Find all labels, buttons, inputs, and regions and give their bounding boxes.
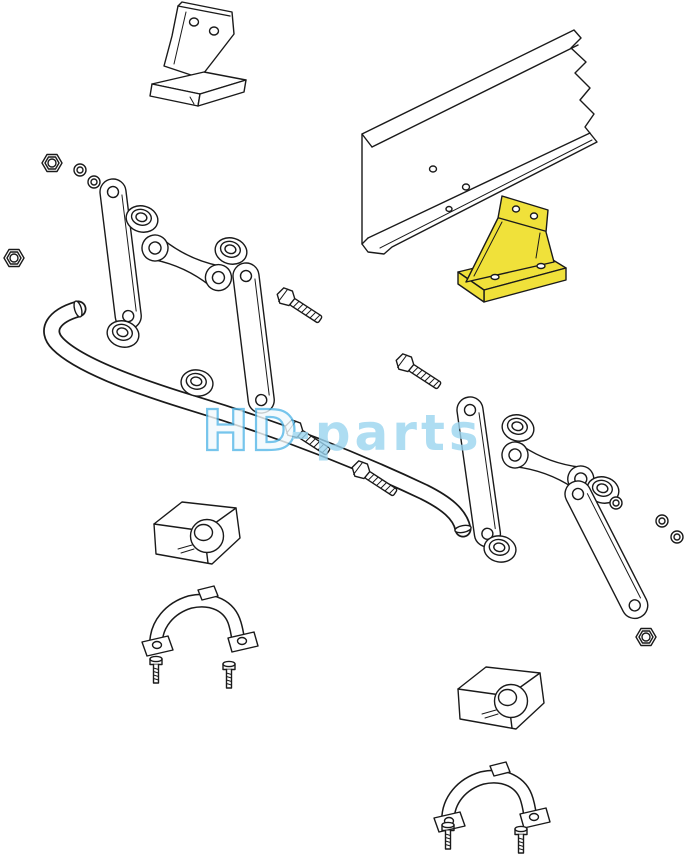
link-plate bbox=[97, 176, 144, 332]
bracket-base-side bbox=[457, 271, 485, 303]
bushing-clamp bbox=[434, 762, 550, 832]
hex-nut bbox=[41, 153, 63, 173]
bracket-hole bbox=[490, 273, 500, 281]
watermark-brand: HD bbox=[202, 399, 299, 464]
rail-hole bbox=[461, 183, 471, 191]
screw bbox=[441, 821, 455, 850]
rail-hole bbox=[445, 205, 453, 213]
hex-bolt bbox=[392, 350, 445, 394]
bracket-plate bbox=[163, 1, 235, 79]
screw bbox=[222, 660, 236, 689]
bracket-hole bbox=[529, 212, 539, 220]
link-plate bbox=[230, 260, 277, 416]
bracket-hole bbox=[188, 17, 200, 27]
watermark-suffix: -parts bbox=[290, 404, 483, 462]
bracket-hole bbox=[511, 205, 521, 213]
screw bbox=[514, 825, 528, 854]
upper-mounting-bracket bbox=[149, 1, 247, 107]
hex-bolt bbox=[273, 284, 326, 328]
hex-nut bbox=[635, 627, 657, 647]
frame-mounting-bracket-highlighted[interactable] bbox=[457, 195, 567, 303]
washer bbox=[655, 514, 669, 528]
stabilizer-bushing-block bbox=[153, 501, 241, 565]
screw bbox=[149, 655, 163, 684]
hex-nut bbox=[3, 248, 25, 268]
bushing-clamp bbox=[142, 586, 258, 656]
bracket-hole bbox=[208, 26, 220, 36]
rail-outline bbox=[361, 29, 598, 255]
washer bbox=[670, 530, 684, 544]
watermark: HD -parts bbox=[201, 398, 483, 465]
bar-end-face bbox=[73, 300, 83, 318]
rail-hole bbox=[428, 165, 438, 173]
frame-rail-section bbox=[361, 29, 598, 255]
bracket-hole bbox=[536, 262, 546, 270]
stabilizer-bushing-block bbox=[457, 666, 545, 730]
washer bbox=[609, 496, 623, 510]
bushing bbox=[498, 410, 538, 446]
bracket-foot-side bbox=[197, 79, 247, 107]
stabilizer-bar bbox=[43, 300, 472, 538]
bar-end-face bbox=[454, 524, 472, 534]
washer bbox=[87, 175, 101, 189]
washer bbox=[73, 163, 87, 177]
